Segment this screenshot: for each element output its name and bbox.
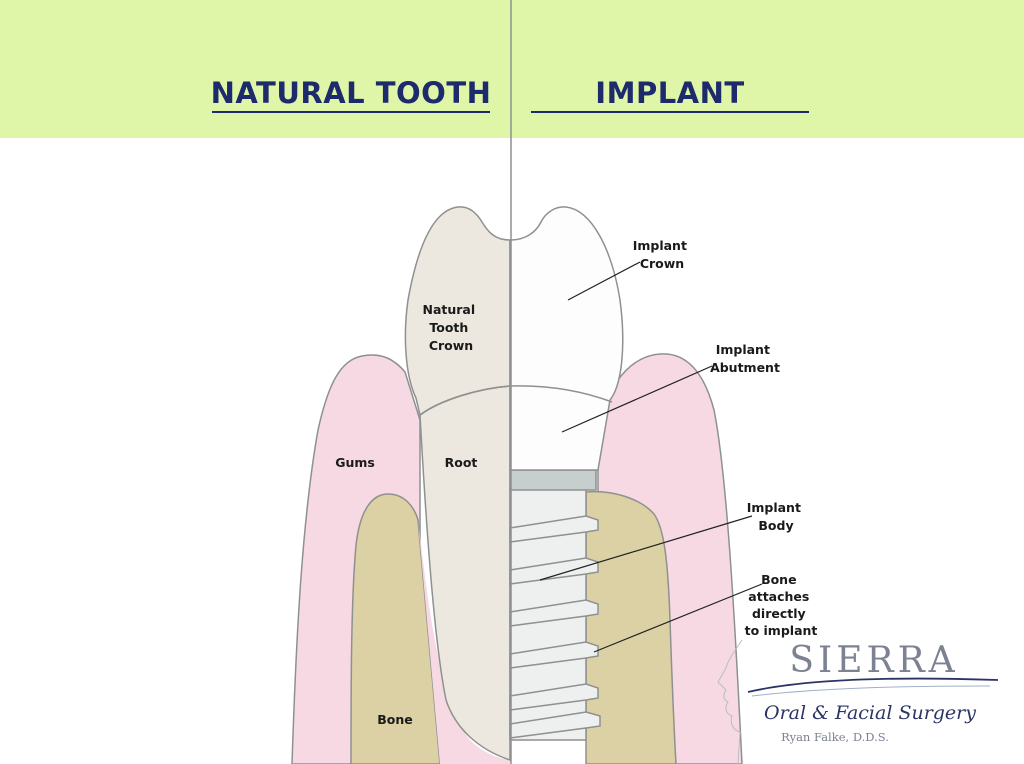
logo-name: SIERRA	[789, 640, 958, 681]
implant-thread	[509, 683, 599, 711]
label-line: to implant	[745, 623, 818, 638]
sierra-logo: SIERRA Oral & Facial Surgery Ryan Falke,…	[717, 639, 999, 764]
periodontal-layer	[418, 520, 510, 764]
leader-implant-abutment	[561, 365, 713, 433]
bone-left	[350, 493, 441, 764]
logo-swoosh-accent	[751, 685, 991, 697]
label-line: Abutment	[710, 360, 780, 375]
label-line: Tooth	[429, 320, 468, 335]
label-line: Implant	[633, 238, 687, 253]
label-line: attaches	[748, 589, 809, 604]
leader-implant-crown	[567, 261, 641, 301]
label-line: Body	[758, 518, 793, 533]
header-band	[0, 0, 1024, 138]
label-line: Implant	[747, 500, 801, 515]
crown-abutment-line	[419, 385, 613, 416]
logo-swoosh	[747, 677, 999, 693]
implant-thread	[509, 557, 599, 585]
logo-subtitle: Oral & Facial Surgery	[764, 702, 976, 724]
heading-natural-tooth: NATURAL TOOTH	[211, 76, 492, 110]
label-line: Crown	[429, 338, 473, 353]
implant-thread	[509, 515, 599, 543]
label-natural-tooth-crown: Natural Tooth Crown	[422, 302, 479, 353]
face-profile-icon	[717, 639, 743, 764]
label-implant-abutment: Implant Abutment	[710, 342, 780, 375]
implant-collar	[509, 469, 597, 491]
implant-thread	[509, 599, 599, 627]
label-root: Root	[445, 455, 478, 470]
logo-doctor: Ryan Falke, D.D.S.	[781, 730, 889, 744]
label-bone-attaches: Bone attaches directly to implant	[745, 572, 818, 638]
label-gums: Gums	[335, 455, 375, 470]
label-implant-body: Implant Body	[747, 500, 806, 533]
label-implant-crown: Implant Crown	[633, 238, 692, 271]
leader-implant-body	[539, 515, 753, 581]
heading-implant: IMPLANT	[595, 76, 744, 110]
implant-threads	[509, 515, 601, 739]
implant-crown	[509, 206, 624, 471]
label-line: Natural	[422, 302, 475, 317]
label-line: directly	[752, 606, 806, 621]
label-line: Crown	[640, 256, 684, 271]
implant-thread	[509, 711, 601, 739]
leader-bone-attaches	[593, 583, 763, 653]
label-line: Implant	[716, 342, 770, 357]
implant-thread	[509, 641, 599, 669]
label-bone: Bone	[377, 712, 413, 727]
label-line: Bone	[761, 572, 797, 587]
